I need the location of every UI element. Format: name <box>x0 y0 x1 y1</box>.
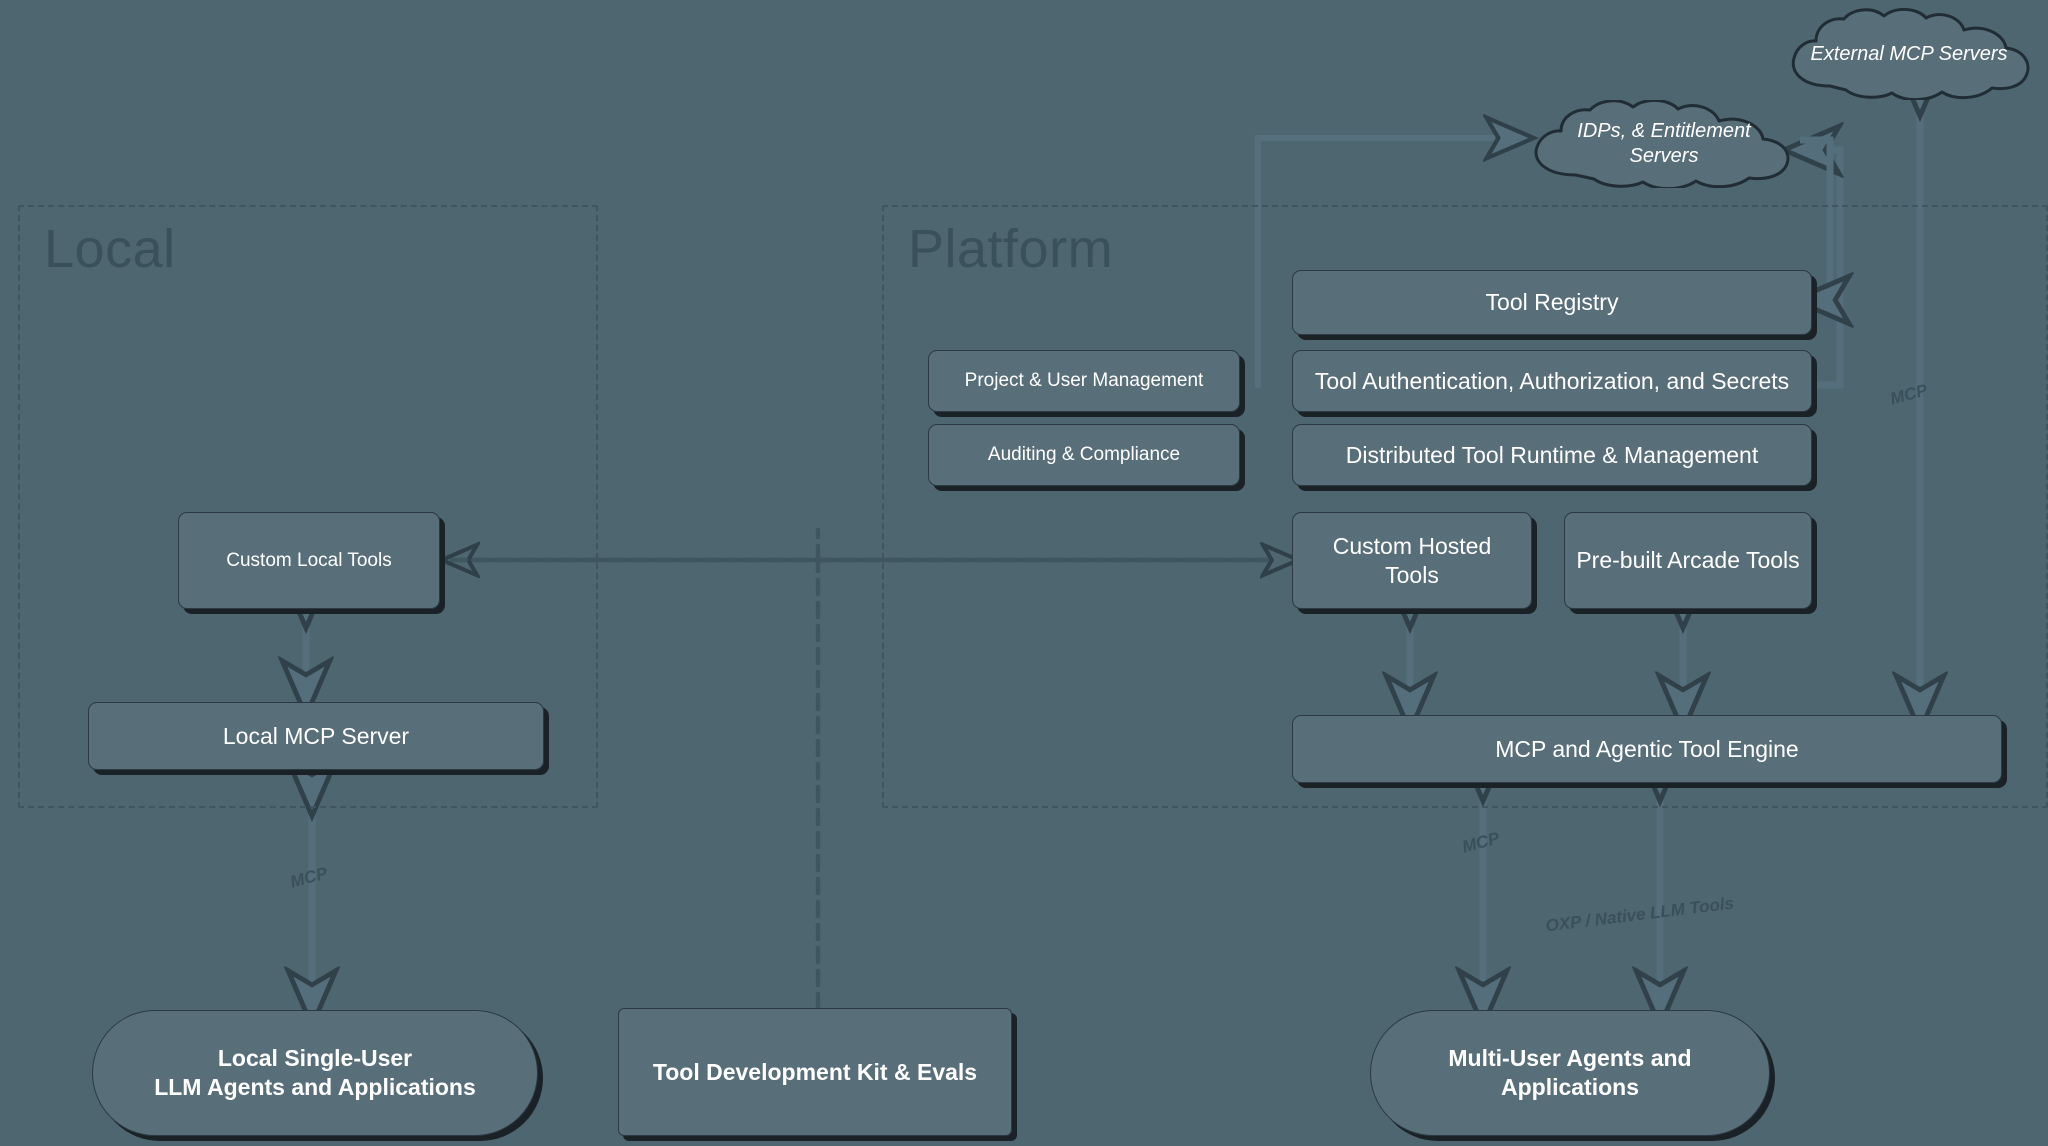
edge-label-oxp-native-llm-tools: OXP / Native LLM Tools <box>1544 893 1735 936</box>
node-local-agents-line1: Local Single-User <box>217 1045 413 1072</box>
node-auditing-compliance[interactable]: Auditing & Compliance <box>928 424 1240 486</box>
node-tool-registry[interactable]: Tool Registry <box>1292 270 1812 335</box>
cloud-external-mcp-label: External MCP Servers <box>1810 42 2008 65</box>
node-multi-user-agents[interactable]: Multi-User Agents and Applications <box>1370 1010 1770 1136</box>
cloud-idps-entitlement-servers[interactable]: IDPs, & Entitlement Servers <box>1520 100 1808 188</box>
node-local-single-user-agents[interactable]: Local Single-User LLM Agents and Applica… <box>92 1010 538 1136</box>
node-local-agents-line2: LLM Agents and Applications <box>154 1074 476 1100</box>
group-platform-title: Platform <box>908 219 1114 279</box>
node-distributed-tool-runtime[interactable]: Distributed Tool Runtime & Management <box>1292 424 1812 486</box>
node-mcp-agentic-tool-engine[interactable]: MCP and Agentic Tool Engine <box>1292 715 2002 783</box>
cloud-external-mcp-servers[interactable]: External MCP Servers <box>1778 8 2040 100</box>
node-local-mcp-server[interactable]: Local MCP Server <box>88 702 544 770</box>
node-custom-hosted-tools[interactable]: Custom Hosted Tools <box>1292 512 1532 609</box>
cloud-shape-icon <box>1534 100 1790 188</box>
edge-label-mcp-engine: MCP <box>1460 828 1502 857</box>
node-project-user-management[interactable]: Project & User Management <box>928 350 1240 412</box>
group-local <box>18 205 598 808</box>
node-multi-user-agents-line1: Multi-User Agents and <box>1448 1045 1692 1072</box>
node-prebuilt-arcade-tools[interactable]: Pre-built Arcade Tools <box>1564 512 1812 609</box>
node-tool-development-kit[interactable]: Tool Development Kit & Evals <box>618 1008 1012 1136</box>
node-custom-local-tools[interactable]: Custom Local Tools <box>178 512 440 609</box>
edge-label-mcp-local: MCP <box>288 863 330 892</box>
group-platform <box>882 205 2048 808</box>
node-multi-user-agents-line2: Applications <box>1500 1074 1639 1100</box>
cloud-idps-label: IDPs, & Entitlement Servers <box>1577 120 1751 167</box>
node-tool-authentication[interactable]: Tool Authentication, Authorization, and … <box>1292 350 1812 412</box>
group-local-title: Local <box>44 219 176 279</box>
